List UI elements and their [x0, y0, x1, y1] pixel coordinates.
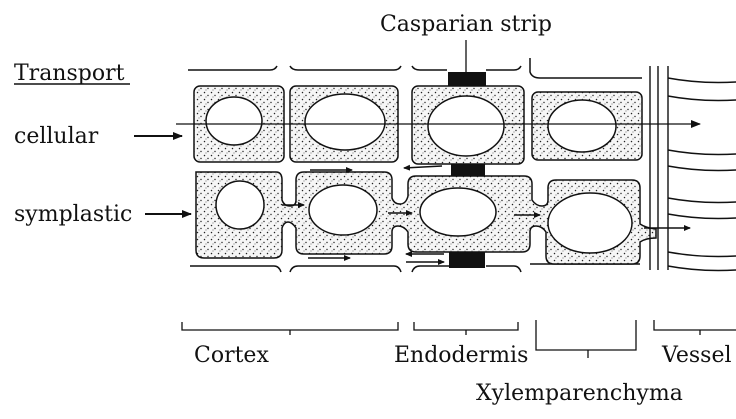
region-label-xylem-parenchyma: Xylemparenchyma — [476, 381, 683, 406]
vacuole — [548, 193, 632, 253]
vacuole — [548, 100, 616, 152]
lower-cell-row — [196, 172, 656, 264]
lower-cell-walls — [190, 264, 640, 272]
vacuole — [216, 181, 264, 229]
region-label-cortex: Cortex — [194, 343, 269, 368]
upper-cell-row — [194, 86, 642, 164]
cellular-row-label: cellular — [14, 124, 99, 149]
vacuole — [420, 188, 496, 236]
vessel-element — [650, 66, 736, 271]
upper-cell-walls — [188, 58, 642, 78]
vacuole — [305, 94, 385, 150]
vacuole — [206, 97, 262, 145]
transport-heading: Transport — [14, 61, 125, 86]
casparian-strip-label: Casparian strip — [380, 12, 552, 37]
vacuole — [428, 96, 504, 156]
region-label-endodermis: Endodermis — [394, 343, 528, 368]
symplastic-row-label: symplastic — [14, 202, 132, 227]
vacuole — [309, 185, 377, 235]
region-label-vessel: Vessel — [661, 343, 732, 368]
